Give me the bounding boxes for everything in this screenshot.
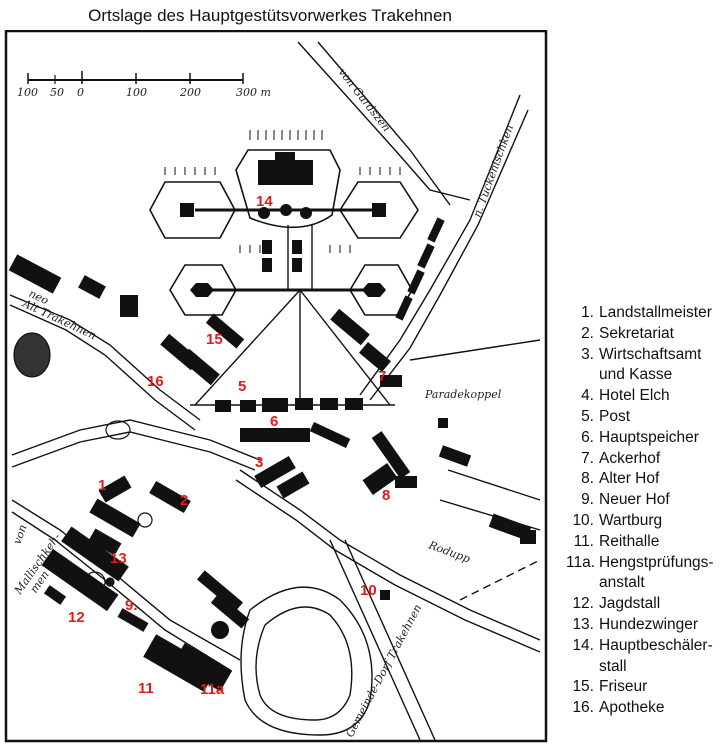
legend-text: Hauptbeschäler- stall xyxy=(599,636,713,675)
label-tuckenischken: n. Tuckenischken xyxy=(471,123,517,219)
map-number-1: 1 xyxy=(98,477,106,494)
legend-number: 6. xyxy=(581,428,594,446)
legend-text: Hotel Elch xyxy=(599,387,670,405)
legend-number: 10. xyxy=(572,511,594,529)
map-drawing: 100 50 0 100 200 300 m xyxy=(4,30,548,743)
map-number-6: 6 xyxy=(270,413,278,430)
legend-number: 16. xyxy=(572,699,594,717)
legend-text: Hauptspeicher xyxy=(599,428,699,446)
legend-number: 4. xyxy=(581,387,594,405)
map-number-8: 8 xyxy=(382,487,390,504)
legend-number: 9. xyxy=(581,491,594,509)
legend-item: 16. Apotheke xyxy=(566,698,714,719)
legend-text: Apotheke xyxy=(599,699,665,717)
map-number-5: 5 xyxy=(238,378,246,395)
legend-text: Hengstprüfungs- anstalt xyxy=(599,553,714,592)
legend-number: 12. xyxy=(572,595,594,613)
map-number-9: 9. xyxy=(125,597,138,614)
legend-number: 15. xyxy=(572,678,594,696)
legend-text: Wartburg xyxy=(599,511,663,529)
legend-number: 7. xyxy=(581,449,594,467)
label-gemeinde-dorf: Gemeinde-Dorf Trakehnen xyxy=(343,602,424,739)
legend-item: 13. Hundezwinger xyxy=(566,615,714,636)
legend-number: 11. xyxy=(573,532,594,550)
scale-tick-label: 0 xyxy=(77,86,84,99)
legend-item: 7. Ackerhof xyxy=(566,449,714,470)
legend-text: Alter Hof xyxy=(599,470,660,488)
map-number-14: 14 xyxy=(256,193,273,210)
map-frame xyxy=(4,30,548,743)
map-number-15: 15 xyxy=(206,331,223,348)
map-number-16: 16 xyxy=(147,373,164,390)
map-number-3: 3 xyxy=(255,454,263,471)
legend-item: 1. Landstallmeister xyxy=(566,303,714,324)
legend-text: Friseur xyxy=(599,678,648,696)
legend-number: 11a. xyxy=(566,553,596,571)
map-numbers: 14 15 16 5 7 6 3 1 2 8 13 10 9. 12 11 11… xyxy=(68,193,390,698)
map-number-11: 11 xyxy=(138,680,154,697)
map-number-7: 7 xyxy=(378,368,386,385)
legend-item: 4. Hotel Elch xyxy=(566,386,714,407)
legend-number: 3. xyxy=(581,345,594,363)
legend-number: 1. xyxy=(581,304,594,321)
legend-item: 9. Neuer Hof xyxy=(566,490,714,511)
legend-text: Sekretariat xyxy=(599,324,674,342)
legend-item: 5. Post xyxy=(566,407,714,428)
legend-text: Landstallmeister xyxy=(599,304,712,321)
scale-tick-label: 100 xyxy=(126,86,147,99)
legend-item: 3. Wirtschaftsamt und Kasse xyxy=(566,345,714,387)
label-von-gurdszen: von Gurdszen xyxy=(336,66,393,134)
legend-item: 10. Wartburg xyxy=(566,511,714,532)
map-title: Ortslage des Hauptgestütsvorwerkes Trake… xyxy=(88,6,452,25)
map-number-13: 13 xyxy=(110,550,127,567)
scale-bar: 100 50 0 100 200 300 m xyxy=(17,71,271,99)
legend-number: 5. xyxy=(581,407,594,425)
legend-text: Post xyxy=(599,407,631,425)
scale-tick-label: 100 xyxy=(17,86,38,99)
label-paradekoppel: Paradekoppel xyxy=(424,388,502,401)
legend-text: Neuer Hof xyxy=(599,491,670,509)
legend-item: 15. Friseur xyxy=(566,677,714,698)
map-number-10: 10 xyxy=(360,582,377,599)
legend-item: 11. Reithalle xyxy=(566,532,714,553)
map-number-2: 2 xyxy=(180,492,188,509)
legend-text: Hundezwinger xyxy=(599,615,699,633)
legend-number: 8. xyxy=(581,470,594,488)
map-number-12: 12 xyxy=(68,609,85,626)
fence-hatching xyxy=(164,130,401,253)
label-von: von xyxy=(11,523,30,546)
legend-text: Jagdstall xyxy=(599,595,661,613)
legend-number: 14. xyxy=(572,636,594,654)
legend-text: Reithalle xyxy=(599,532,660,550)
label-rodupp: Rodupp xyxy=(426,538,472,565)
legend-item: 14. Hauptbeschäler- stall xyxy=(566,636,714,678)
legend-number: 13. xyxy=(572,615,594,633)
terrain xyxy=(13,332,153,593)
legend-number: 2. xyxy=(581,324,594,342)
legend-item: 12. Jagdstall xyxy=(566,594,714,615)
legend-item: 2. Sekretariat xyxy=(566,324,714,345)
buildings xyxy=(8,152,536,692)
scale-tick-label: 200 xyxy=(179,86,201,99)
legend-text: Ackerhof xyxy=(599,449,661,467)
scale-tick-label: 300 m xyxy=(236,86,271,99)
scale-tick-label: 50 xyxy=(50,86,64,99)
map-legend: 1. Landstallmeister 2. Sekretariat 3. Wirts… xyxy=(566,303,714,719)
paddocks xyxy=(149,149,419,316)
legend-item: 11a.Hengstprüfungs- anstalt xyxy=(566,553,714,595)
map-number-11a: 11a xyxy=(200,681,225,698)
legend-item: 8. Alter Hof xyxy=(566,469,714,490)
legend-item: 6. Hauptspeicher xyxy=(566,428,714,449)
legend-text: Wirtschaftsamt und Kasse xyxy=(599,345,702,384)
